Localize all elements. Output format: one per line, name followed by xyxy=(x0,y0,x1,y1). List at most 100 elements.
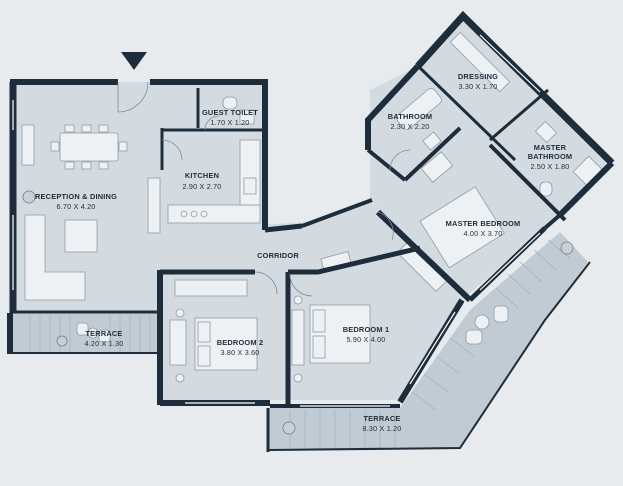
kitchen-counter-side xyxy=(239,139,261,206)
hob-icon xyxy=(190,210,198,218)
room-size-kitchen: 2.90 X 2.70 xyxy=(183,182,222,191)
hob-icon xyxy=(180,210,188,218)
room-name-master-bathroom-line2: BATHROOM xyxy=(528,152,573,161)
plant-icon xyxy=(560,241,574,255)
dining-chair xyxy=(81,161,92,170)
terrace-right-floor xyxy=(268,232,588,450)
dining-chair xyxy=(64,161,75,170)
kitchen-island xyxy=(147,177,161,234)
dressing-rail xyxy=(449,31,511,93)
wall-masterbath-bottom xyxy=(488,143,567,222)
sideboard xyxy=(21,124,35,166)
wall-corridor-top-b xyxy=(301,198,373,228)
window xyxy=(409,311,456,385)
window xyxy=(479,34,541,93)
bedroom1-door xyxy=(289,273,313,297)
room-name-master-bedroom: MASTER BEDROOM xyxy=(446,219,521,228)
wall-masterbath-outer xyxy=(557,160,615,218)
lamp-icon xyxy=(175,308,185,318)
room-name-kitchen: KITCHEN xyxy=(185,171,219,180)
lamp-icon xyxy=(293,373,303,383)
room-size-master-bedroom: 4.00 X 3.70 xyxy=(464,229,503,238)
dining-chair xyxy=(64,124,75,133)
room-size-guest-toilet: 1.70 X 1.20 xyxy=(211,118,250,127)
room-name-guest-toilet: GUEST TOILET xyxy=(202,108,258,117)
room-name-bedroom-2: BEDROOM 2 xyxy=(217,338,264,347)
walls xyxy=(7,10,615,452)
guest-basin xyxy=(239,109,255,125)
terrace-chair xyxy=(493,305,509,323)
coffee-table xyxy=(64,219,98,253)
pillow xyxy=(312,335,326,359)
room-size-bathroom: 2.30 X 2.20 xyxy=(391,122,430,131)
room-size-bedroom-1: 5.90 X 4.00 xyxy=(347,335,386,344)
entrance-arrow-icon xyxy=(121,52,147,70)
corridor-floor xyxy=(155,200,420,272)
vanity-master xyxy=(420,151,454,183)
wall-corridor-top-a xyxy=(264,223,303,233)
room-name-terrace-right: TERRACE xyxy=(363,414,400,423)
bathtub xyxy=(396,87,442,131)
pillow xyxy=(197,321,211,343)
master-bath-basin xyxy=(534,120,558,144)
bench-bedroom1 xyxy=(291,309,305,366)
room-size-master-bathroom: 2.50 X 1.80 xyxy=(531,162,570,171)
doors xyxy=(117,81,411,297)
wall-master-left xyxy=(375,209,473,303)
pillow xyxy=(197,345,211,367)
room-size-reception: 6.70 X 4.20 xyxy=(57,202,96,211)
rail-terrace-right xyxy=(267,261,591,451)
terrace-left-hatch xyxy=(29,316,151,352)
wall-bathroom-right xyxy=(403,126,462,182)
dining-chair xyxy=(98,124,109,133)
toilet-door xyxy=(204,115,220,131)
master-door xyxy=(377,211,394,241)
room-name-master-bathroom-line1: MASTER xyxy=(534,143,567,152)
window xyxy=(479,232,541,291)
master-bath-wc xyxy=(539,181,553,197)
terrace-right-hatch xyxy=(289,239,571,448)
wall-dressing-outer xyxy=(415,10,615,166)
room-name-dressing: DRESSING xyxy=(458,72,498,81)
plant-icon xyxy=(22,190,36,204)
bed-master xyxy=(419,186,505,269)
bath-basin xyxy=(422,131,442,151)
hob-icon xyxy=(200,210,208,218)
windows xyxy=(12,34,541,407)
wall-masterbath-left xyxy=(489,88,549,142)
terrace-chair xyxy=(465,329,483,345)
kitchen-sink xyxy=(243,177,257,195)
entrance-door xyxy=(117,81,149,113)
kitchen-counter xyxy=(167,204,261,224)
desk-bedroom2 xyxy=(169,319,187,366)
lamp-icon xyxy=(293,295,303,305)
plant-icon xyxy=(282,421,296,435)
room-name-terrace-left: TERRACE xyxy=(85,329,122,338)
bathroom-door xyxy=(389,149,411,171)
dining-chair xyxy=(98,161,109,170)
wall-dressing-divider xyxy=(416,64,517,162)
room-name-corridor: CORRIDOR xyxy=(257,251,299,260)
pillow xyxy=(312,309,326,333)
dining-table xyxy=(59,132,119,162)
room-size-dressing: 3.30 X 1.70 xyxy=(459,82,498,91)
terrace-chair xyxy=(76,322,89,336)
dining-chair xyxy=(50,141,60,152)
wardrobe-bedroom2 xyxy=(174,279,248,297)
bedroom2-door xyxy=(254,271,278,295)
room-size-terrace-right: 8.30 X 1.20 xyxy=(363,424,402,433)
plant-icons xyxy=(22,190,574,435)
room-name-reception: RECEPTION & DINING xyxy=(35,192,117,201)
room-name-bathroom: BATHROOM xyxy=(388,112,433,121)
wall-master-outer xyxy=(543,213,562,230)
wall-bathroom-bottom xyxy=(366,148,407,182)
dining-chair xyxy=(81,124,92,133)
furniture xyxy=(21,31,604,383)
kitchen-door xyxy=(161,139,183,161)
room-size-terrace-left: 4.20 X 1.30 xyxy=(85,339,124,348)
room-labels: RECEPTION & DINING 6.70 X 4.20 GUEST TOI… xyxy=(35,72,572,433)
plant-icon xyxy=(56,335,68,347)
guest-wc xyxy=(222,96,238,110)
